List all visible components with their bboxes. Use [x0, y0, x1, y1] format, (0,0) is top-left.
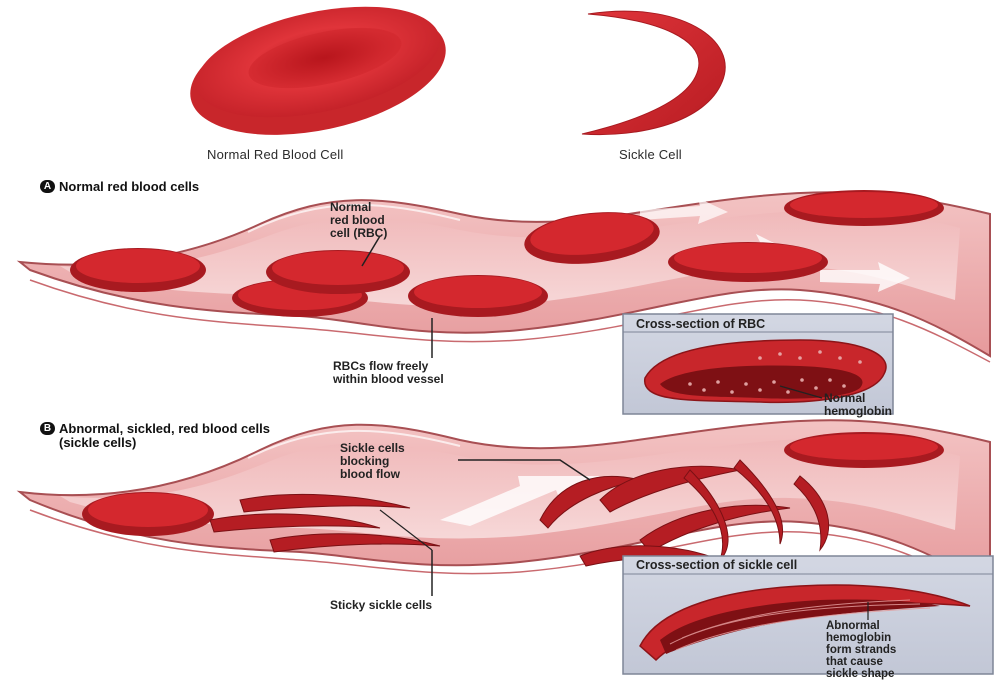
- inset-rbc-label: Normal hemoglobin: [824, 392, 892, 418]
- vessel-b-rbc-1: [82, 492, 214, 536]
- inset-rbc-title: Cross-section of RBC: [636, 317, 765, 331]
- vessel-a-rbc-1: [70, 248, 206, 292]
- normal-rbc-illustration: [179, 0, 457, 156]
- section-b-title: Abnormal, sickled, red blood cells (sick…: [59, 422, 270, 450]
- rbc-label: Normal red blood cell (RBC): [330, 201, 387, 240]
- section-a-heading: A Normal red blood cells: [40, 179, 199, 194]
- section-b-heading: B Abnormal, sickled, red blood cells (si…: [40, 422, 270, 450]
- normal-rbc-caption: Normal Red Blood Cell: [207, 147, 343, 162]
- section-a-title: Normal red blood cells: [59, 179, 199, 194]
- vessel-a-rbc-3: [266, 250, 410, 294]
- vessel-a-rbc-7: [784, 190, 944, 226]
- section-b-badge: B: [40, 422, 55, 435]
- sticky-label: Sticky sickle cells: [330, 599, 432, 612]
- vessel-a-rbc-6: [668, 242, 828, 282]
- sickle-cell-caption: Sickle Cell: [619, 147, 682, 162]
- section-a-badge: A: [40, 180, 55, 193]
- flow-label: RBCs flow freely within blood vessel: [333, 360, 444, 386]
- inset-panel-sickle: [623, 556, 993, 674]
- inset-sickle-label: Abnormal hemoglobin form strands that ca…: [826, 620, 896, 680]
- vessel-b-rbc-2: [784, 432, 944, 468]
- blocking-label: Sickle cells blocking blood flow: [340, 442, 405, 481]
- vessel-a-rbc-4: [408, 275, 548, 317]
- inset-sickle-title: Cross-section of sickle cell: [636, 558, 797, 572]
- sickle-cell-illustration: [582, 11, 725, 134]
